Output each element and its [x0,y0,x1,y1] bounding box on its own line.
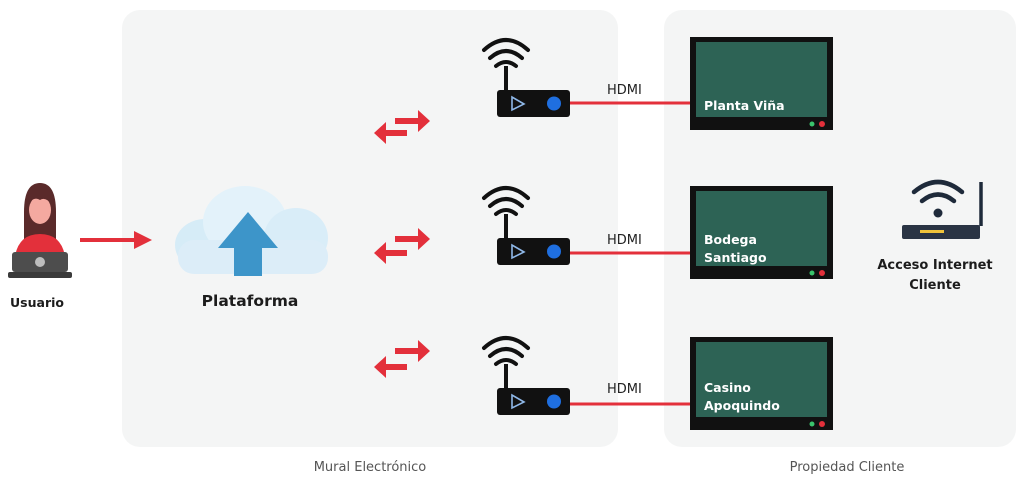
hdmi-label-2: HDMI [607,233,642,248]
internet-label-line-2: Cliente [909,278,961,293]
user-label: Usuario [10,295,64,310]
hdmi-label-1: HDMI [607,83,642,98]
screen-label-line: Santiago [704,250,767,265]
screen-label-line: Casino [704,380,751,395]
screen-label-line: Apoquindo [704,398,780,413]
cloud-upload-icon [175,186,328,276]
screen-label-planta-vina: Planta Viña [704,97,785,115]
wifi-player-icon [482,38,570,415]
tv-screen-icon [690,37,833,430]
mural-zone-caption: Mural Electrónico [313,460,427,475]
screen-label-bodega-santiago: Bodega Santiago [704,231,767,267]
platform-label: Plataforma [201,292,299,310]
bidirectional-arrows-icon [374,110,430,378]
user-to-platform-arrow [80,231,152,249]
user-laptop-icon [8,183,72,278]
screen-label-line: Planta Viña [704,98,785,113]
screen-label-line: Bodega [704,232,757,247]
wifi-router-icon [902,179,983,239]
hdmi-label-3: HDMI [607,382,642,397]
client-zone-caption: Propiedad Cliente [789,460,905,475]
internet-access-label: Acceso Internet Cliente [860,256,1010,296]
internet-label-line-1: Acceso Internet [877,258,993,273]
hdmi-cable-lines [570,101,690,406]
screen-label-casino-apoquindo: Casino Apoquindo [704,379,780,415]
